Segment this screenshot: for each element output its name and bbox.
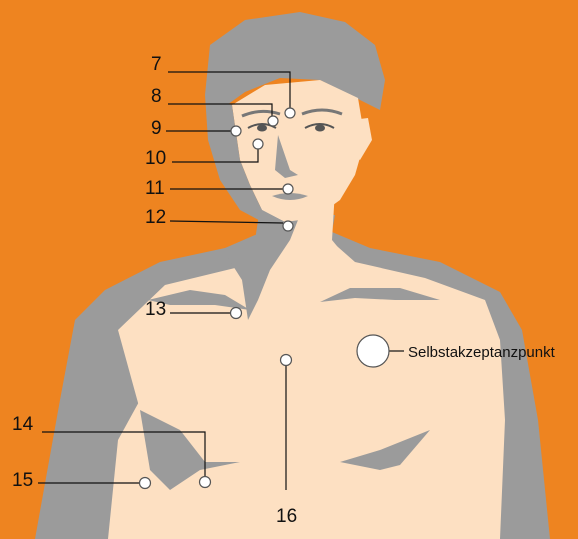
label-16: 16 — [276, 506, 297, 527]
label-10: 10 — [145, 148, 166, 169]
point-11 — [283, 184, 293, 194]
label-8: 8 — [151, 86, 162, 107]
point-9 — [231, 126, 241, 136]
point-8 — [268, 116, 278, 126]
label-12: 12 — [145, 207, 166, 228]
label-self-acceptance: Selbstakzeptanzpunkt — [408, 344, 556, 361]
label-13: 13 — [145, 299, 166, 320]
label-11: 11 — [145, 178, 165, 199]
label-9: 9 — [151, 118, 162, 139]
point-7 — [285, 108, 295, 118]
label-14: 14 — [12, 414, 34, 435]
right-eye-pupil — [315, 125, 325, 132]
label-15: 15 — [12, 470, 33, 491]
point-self-acceptance — [357, 335, 389, 367]
point-10 — [253, 139, 263, 149]
left-eye-pupil — [257, 125, 267, 132]
point-14 — [200, 477, 211, 488]
point-13 — [231, 308, 242, 319]
point-12 — [283, 221, 293, 231]
point-15 — [140, 478, 151, 489]
label-7: 7 — [151, 54, 162, 75]
point-16 — [281, 355, 292, 366]
